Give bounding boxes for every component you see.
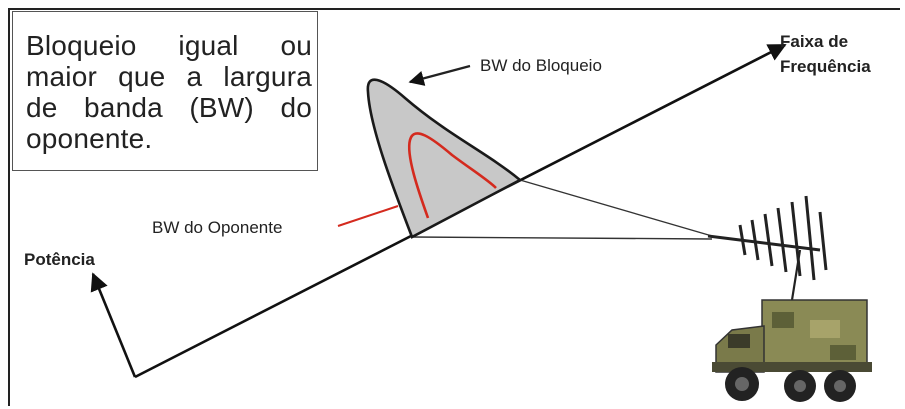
jammer-truck-icon xyxy=(712,299,872,402)
jamming-bandwidth-label: BW do Bloqueio xyxy=(480,56,602,75)
callout-box xyxy=(12,11,318,171)
callout-text: Bloqueio igual ou maior que a largura de… xyxy=(26,30,312,154)
frequency-axis-label-line1: Faixa de xyxy=(780,32,848,51)
opponent-bandwidth-curve xyxy=(407,132,497,219)
beam-line-upper xyxy=(519,179,713,237)
opponent-label-pointer xyxy=(337,205,399,227)
diagram-frame xyxy=(8,8,900,406)
jamming-bandwidth-shape xyxy=(366,78,523,239)
power-axis-label: Potência xyxy=(24,250,95,269)
frequency-axis-label-line2: Frequência xyxy=(780,57,871,76)
beam-line-lower xyxy=(411,236,713,240)
power-axis xyxy=(90,272,137,378)
opponent-bandwidth-label: BW do Oponente xyxy=(152,218,282,237)
jamming-label-pointer xyxy=(408,64,471,86)
antenna-icon xyxy=(707,195,828,301)
